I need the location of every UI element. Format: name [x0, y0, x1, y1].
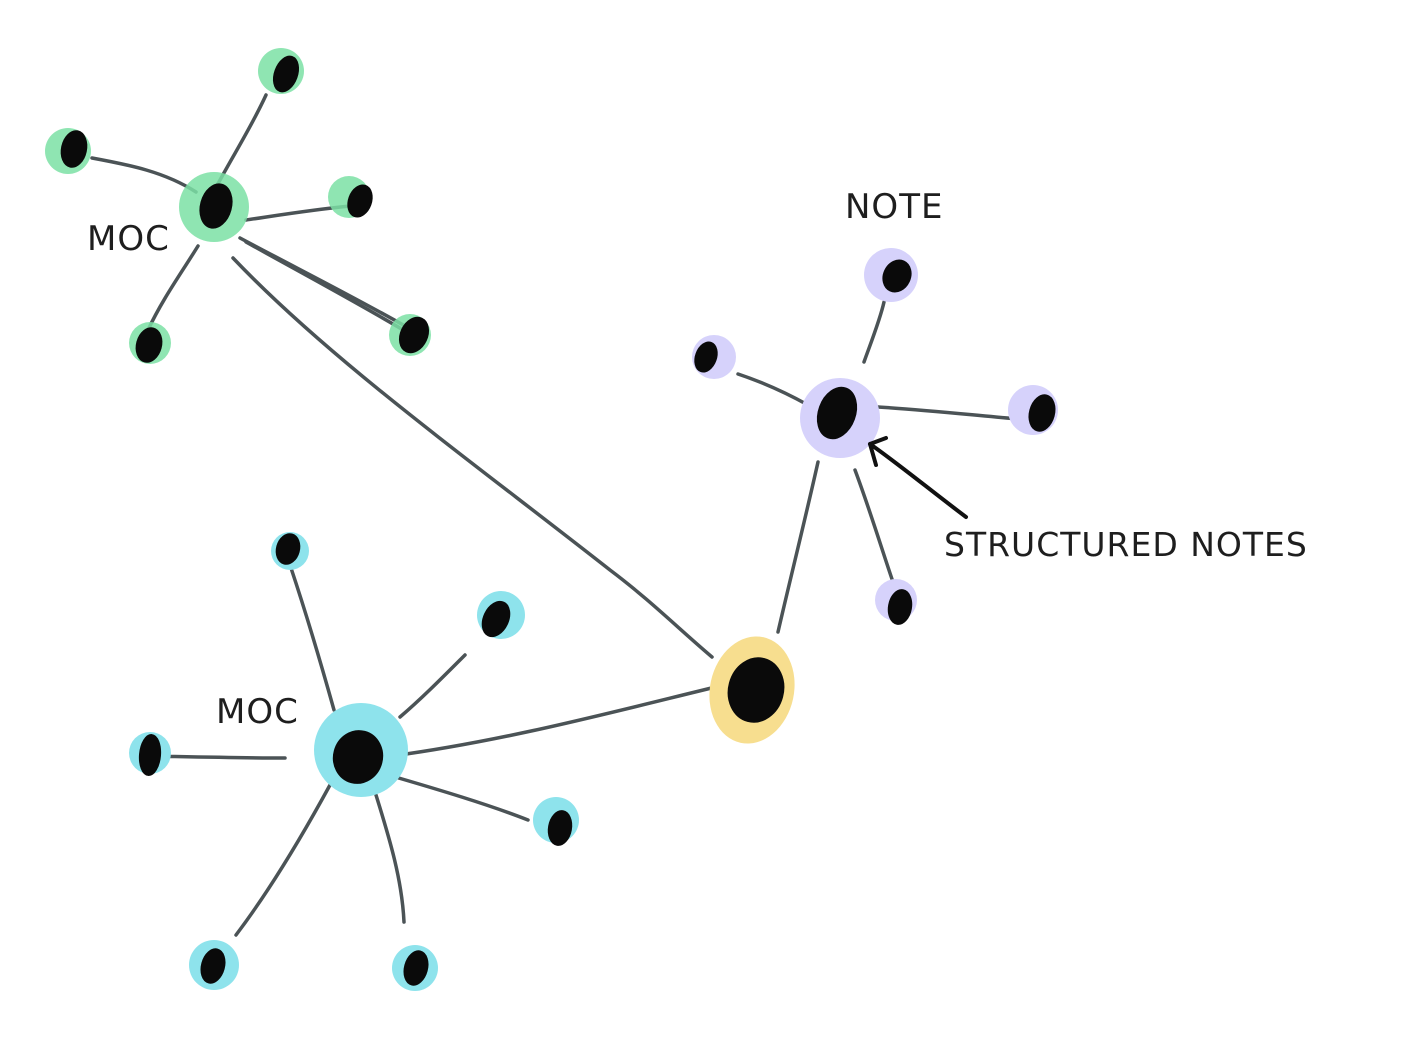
node-blue-top[interactable]: [273, 532, 302, 567]
node-purple-hub[interactable]: [811, 382, 863, 443]
node-blue-right[interactable]: [546, 809, 574, 846]
arrow-head: [868, 436, 888, 467]
label-moc-top: MOC: [87, 219, 170, 259]
node-blue-hub[interactable]: [328, 726, 388, 789]
edge-green-left: [90, 156, 198, 194]
edge-green-to-yellow: [231, 256, 714, 659]
node-green-right[interactable]: [344, 182, 376, 220]
node-blue-left[interactable]: [138, 734, 162, 776]
node-green-top[interactable]: [270, 53, 303, 94]
node-green-hub[interactable]: [196, 181, 236, 231]
node-blue-bottom-left[interactable]: [198, 947, 228, 986]
edge-purple-right: [876, 405, 1032, 422]
label-moc-bottom: MOC: [216, 692, 299, 732]
node-purple-right[interactable]: [1026, 393, 1058, 434]
arrow-shaft: [868, 442, 968, 519]
halos: [45, 48, 1058, 991]
node-purple-left[interactable]: [691, 339, 720, 374]
edge-blue-to-yellow: [390, 682, 730, 758]
edge-purple-left: [736, 372, 810, 407]
node-blue-bottom[interactable]: [401, 949, 431, 988]
edge-blue-upper-right: [398, 653, 467, 719]
node-yellow-hub[interactable]: [722, 652, 791, 728]
edge-green-lower-right-2: [244, 240, 412, 336]
node-blue-upper-right[interactable]: [478, 598, 515, 641]
edge-purple-lower-right: [853, 468, 896, 587]
edges: [90, 93, 1032, 937]
edge-purple-to-yellow: [776, 460, 820, 634]
node-green-left[interactable]: [59, 129, 90, 169]
edge-purple-top: [862, 300, 886, 364]
label-structured-notes: STRUCTURED NOTES: [944, 525, 1308, 564]
node-green-lower-right[interactable]: [395, 313, 434, 357]
label-note: NOTE: [845, 187, 944, 227]
edge-blue-bottom: [374, 793, 406, 924]
arrow-structured-notes: [868, 436, 968, 519]
edge-blue-bottom-left: [234, 783, 332, 937]
edge-green-bottom: [146, 244, 200, 332]
edge-blue-top: [289, 566, 336, 712]
nodes: [59, 53, 1058, 988]
edge-blue-right: [383, 772, 530, 822]
node-purple-lower-right[interactable]: [886, 588, 914, 625]
node-purple-top[interactable]: [878, 256, 915, 296]
node-green-bottom[interactable]: [133, 325, 165, 364]
